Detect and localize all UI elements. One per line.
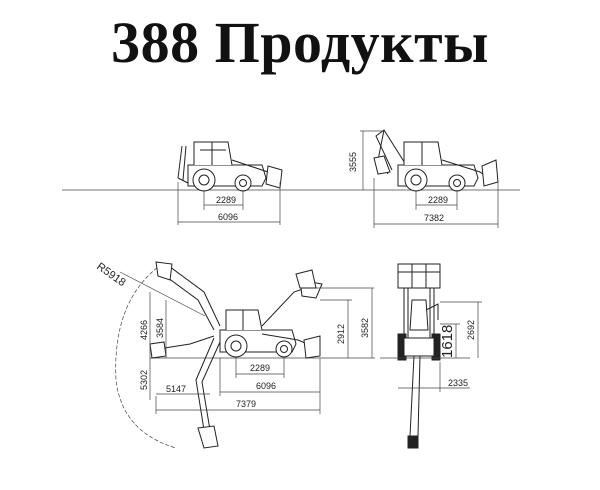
dim-wheelbase-2: 2289: [428, 195, 448, 205]
dim-pin-height: 3582: [360, 318, 370, 338]
dim-wheelbase-3: 2289: [250, 363, 270, 373]
dim-height-b: 3584: [155, 318, 165, 338]
page-title: 388 Продукты: [111, 10, 489, 75]
dim-depth: 5302: [139, 370, 149, 390]
dim-total-reach: 7379: [236, 399, 256, 409]
dim-front-pin-height: 1618: [439, 325, 456, 358]
dim-front-width: 2335: [448, 378, 468, 388]
front-view: 1618 2692 2335: [380, 263, 482, 449]
side-view-working: R5918 4266 3584 5302 2912: [94, 261, 375, 449]
dim-wheelbase: 2289: [216, 195, 236, 205]
dim-length: 6096: [218, 212, 238, 222]
dim-front-height: 2692: [466, 320, 476, 340]
dim-length-2: 7382: [424, 213, 444, 223]
dim-raised-height: 3555: [348, 152, 358, 172]
dim-reach-radius: R5918: [94, 261, 127, 289]
dim-dump-height: 2912: [336, 324, 346, 344]
dim-height-a: 4266: [139, 320, 149, 340]
side-view-travel: 2289 6096: [62, 141, 290, 225]
side-view-raised: 3555 2289 7382: [290, 129, 520, 228]
dim-dig-reach: 5147: [166, 384, 186, 394]
dim-length-3: 6096: [256, 381, 276, 391]
